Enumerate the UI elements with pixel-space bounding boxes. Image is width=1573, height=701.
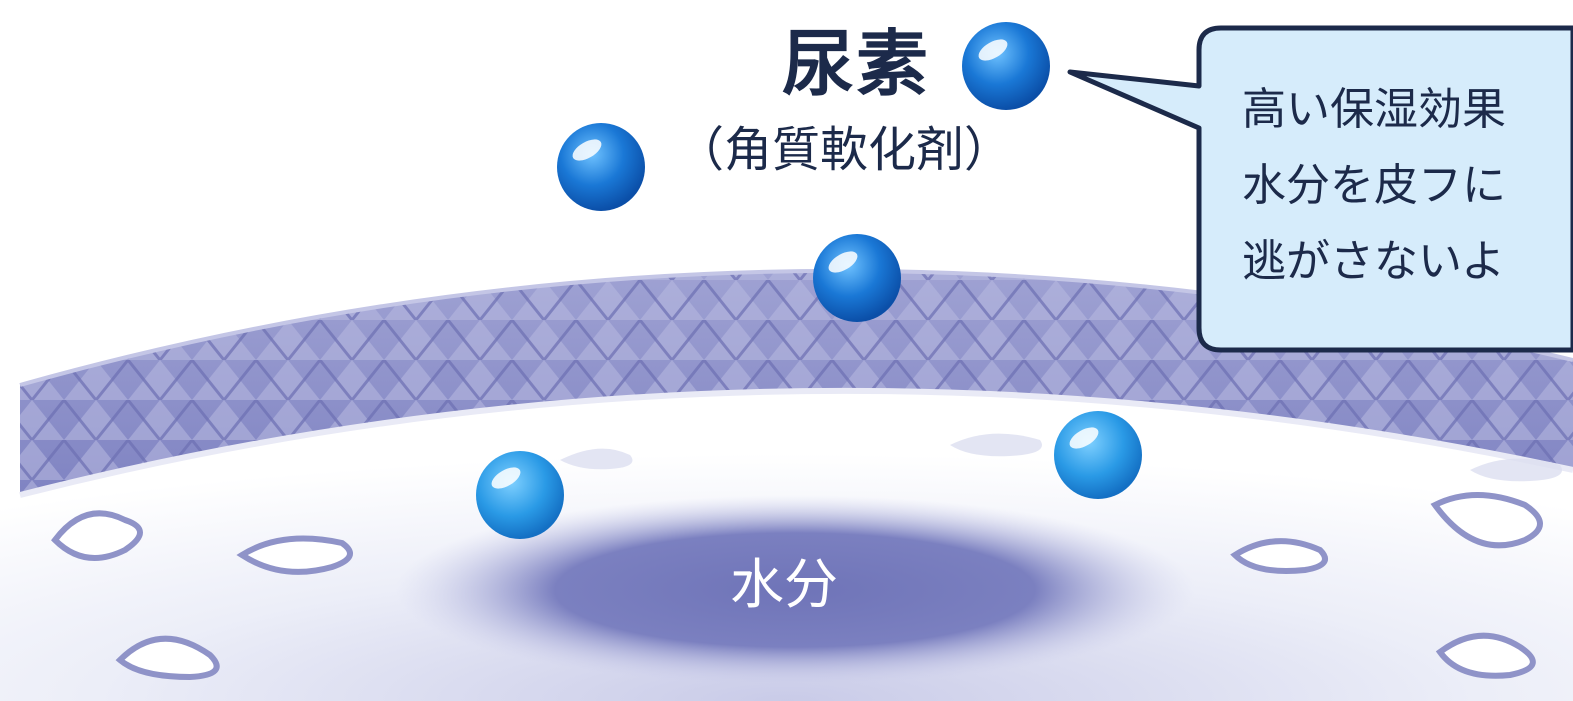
urea-bead <box>813 234 901 322</box>
callout-line: 水分を皮フに <box>1242 160 1506 211</box>
cell-blob <box>1435 632 1536 679</box>
cell-blob <box>1230 538 1328 574</box>
moisture-core <box>395 495 1195 685</box>
urea-bead <box>557 123 645 211</box>
urea-title: 尿素 <box>782 22 931 106</box>
urea-subtitle: （角質軟化剤） <box>676 122 1013 178</box>
cell-blob-faint <box>560 448 633 470</box>
cell-blob-faint <box>950 433 1042 457</box>
callout-text: 高い保湿効果 水分を皮フに 逃がさないよ <box>1242 72 1506 300</box>
cell-blob <box>236 535 353 575</box>
cell-blob-faint <box>1470 458 1562 482</box>
callout-line: 逃がさないよ <box>1242 236 1506 287</box>
callout-bubble <box>1067 25 1573 353</box>
callout-line: 高い保湿効果 <box>1242 84 1506 135</box>
cell-blob <box>1430 492 1543 549</box>
cell-blob <box>115 635 220 681</box>
moisture-label: 水分 <box>730 553 838 616</box>
urea-bead <box>476 451 564 539</box>
urea-bead <box>962 22 1050 110</box>
urea-bead <box>1054 411 1142 499</box>
cell-blob <box>51 510 143 561</box>
